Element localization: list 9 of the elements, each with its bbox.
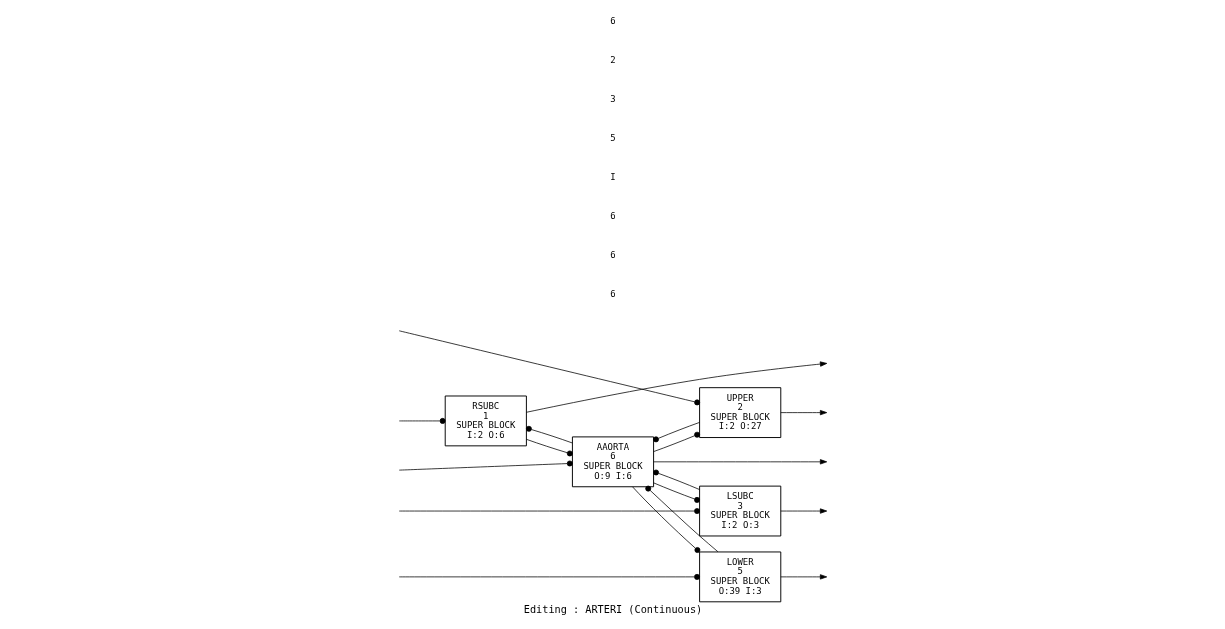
- label: 3: [609, 94, 616, 105]
- label: 6: [609, 211, 616, 222]
- label: I: [609, 172, 616, 183]
- label: 6: [609, 250, 616, 261]
- caption: Editing : ARTERI (Continuous): [523, 603, 702, 615]
- label: 2: [609, 55, 616, 66]
- label: 6: [609, 289, 616, 300]
- label: 6: [609, 16, 616, 27]
- label: 5: [609, 133, 616, 144]
